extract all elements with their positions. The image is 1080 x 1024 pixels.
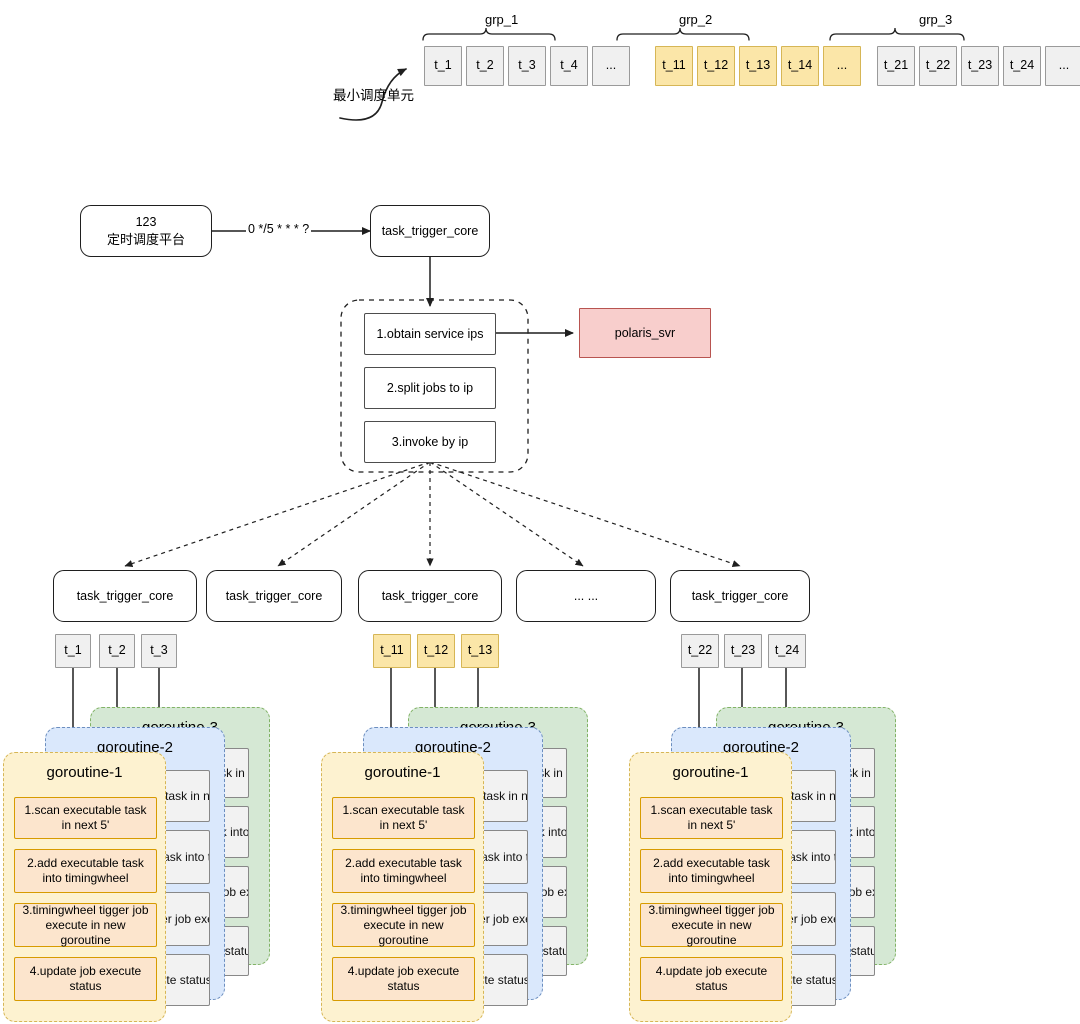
task-trigger-core-box[interactable]: task_trigger_core (370, 205, 490, 257)
polaris-svr-box[interactable]: polaris_svr (579, 308, 711, 358)
tile-t_1[interactable]: t_1 (424, 46, 462, 86)
goroutine-card-2-title: goroutine-2 (97, 739, 173, 756)
platform-line1: 123 (135, 214, 157, 229)
front-step-4[interactable]: 4.update job execute status (640, 957, 783, 1001)
goroutine-card-1[interactable]: goroutine-1 1.scan executable task in ne… (629, 752, 792, 1022)
goroutine-card-1-title: goroutine-1 (672, 764, 749, 781)
tile-t_13[interactable]: t_13 (739, 46, 777, 86)
worker3-tile-t_12[interactable]: t_12 (417, 634, 455, 668)
worker1-tile-t_1[interactable]: t_1 (55, 634, 91, 668)
worker5-tile-t_24[interactable]: t_24 (768, 634, 806, 668)
front-step-2[interactable]: 2.add executable task into timingwheel (14, 849, 157, 893)
tile-t_22[interactable]: t_22 (919, 46, 957, 86)
worker3-tile-t_13[interactable]: t_13 (461, 634, 499, 668)
tile-grp2-ellipsis[interactable]: ... (823, 46, 861, 86)
goroutine-card-2-title: goroutine-2 (723, 739, 799, 756)
worker1-tile-t_3[interactable]: t_3 (141, 634, 177, 668)
goroutine-card-2-title: goroutine-2 (415, 739, 491, 756)
tile-t_2[interactable]: t_2 (466, 46, 504, 86)
front-step-3[interactable]: 3.timingwheel tigger job execute in new … (332, 903, 475, 947)
tile-t_11[interactable]: t_11 (655, 46, 693, 86)
worker-box-5[interactable]: task_trigger_core (670, 570, 810, 622)
min-schedule-unit-annotation: 最小调度单元 (333, 88, 414, 103)
tile-grp1-ellipsis[interactable]: ... (592, 46, 630, 86)
worker3-tile-t_11[interactable]: t_11 (373, 634, 411, 668)
cron-expression-label: 0 */5 * * * ? (246, 222, 312, 236)
goroutine-card-1-title: goroutine-1 (46, 764, 123, 781)
front-step-2[interactable]: 2.add executable task into timingwheel (332, 849, 475, 893)
front-step-1[interactable]: 1.scan executable task in next 5' (14, 797, 157, 839)
worker-box-1[interactable]: task_trigger_core (53, 570, 197, 622)
platform-box[interactable]: 123 定时调度平台 (80, 205, 212, 257)
tile-t_3[interactable]: t_3 (508, 46, 546, 86)
worker-box-2[interactable]: task_trigger_core (206, 570, 342, 622)
tile-t_14[interactable]: t_14 (781, 46, 819, 86)
front-step-1[interactable]: 1.scan executable task in next 5' (640, 797, 783, 839)
goroutine-card-1-title: goroutine-1 (364, 764, 441, 781)
tile-t_12[interactable]: t_12 (697, 46, 735, 86)
goroutine-card-1[interactable]: goroutine-1 1.scan executable task in ne… (3, 752, 166, 1022)
goroutine-card-1[interactable]: goroutine-1 1.scan executable task in ne… (321, 752, 484, 1022)
group-label-grp_1: grp_1 (485, 12, 519, 27)
front-step-2[interactable]: 2.add executable task into timingwheel (640, 849, 783, 893)
tile-t_21[interactable]: t_21 (877, 46, 915, 86)
step-obtain-service-ips[interactable]: 1.obtain service ips (364, 313, 496, 355)
tile-grp3-ellipsis[interactable]: ... (1045, 46, 1080, 86)
worker-box-4[interactable]: ... ... (516, 570, 656, 622)
step-split-jobs-to-ip[interactable]: 2.split jobs to ip (364, 367, 496, 409)
step-invoke-by-ip[interactable]: 3.invoke by ip (364, 421, 496, 463)
worker5-tile-t_23[interactable]: t_23 (724, 634, 762, 668)
worker1-tile-t_2[interactable]: t_2 (99, 634, 135, 668)
worker5-tile-t_22[interactable]: t_22 (681, 634, 719, 668)
front-step-1[interactable]: 1.scan executable task in next 5' (332, 797, 475, 839)
tile-t_23[interactable]: t_23 (961, 46, 999, 86)
tile-t_4[interactable]: t_4 (550, 46, 588, 86)
group-label-grp_3: grp_3 (919, 12, 953, 27)
front-step-4[interactable]: 4.update job execute status (14, 957, 157, 1001)
group-label-grp_2: grp_2 (679, 12, 713, 27)
front-step-3[interactable]: 3.timingwheel tigger job execute in new … (14, 903, 157, 947)
worker-box-3[interactable]: task_trigger_core (358, 570, 502, 622)
front-step-4[interactable]: 4.update job execute status (332, 957, 475, 1001)
tile-t_24[interactable]: t_24 (1003, 46, 1041, 86)
platform-line2: 定时调度平台 (106, 231, 185, 247)
front-step-3[interactable]: 3.timingwheel tigger job execute in new … (640, 903, 783, 947)
